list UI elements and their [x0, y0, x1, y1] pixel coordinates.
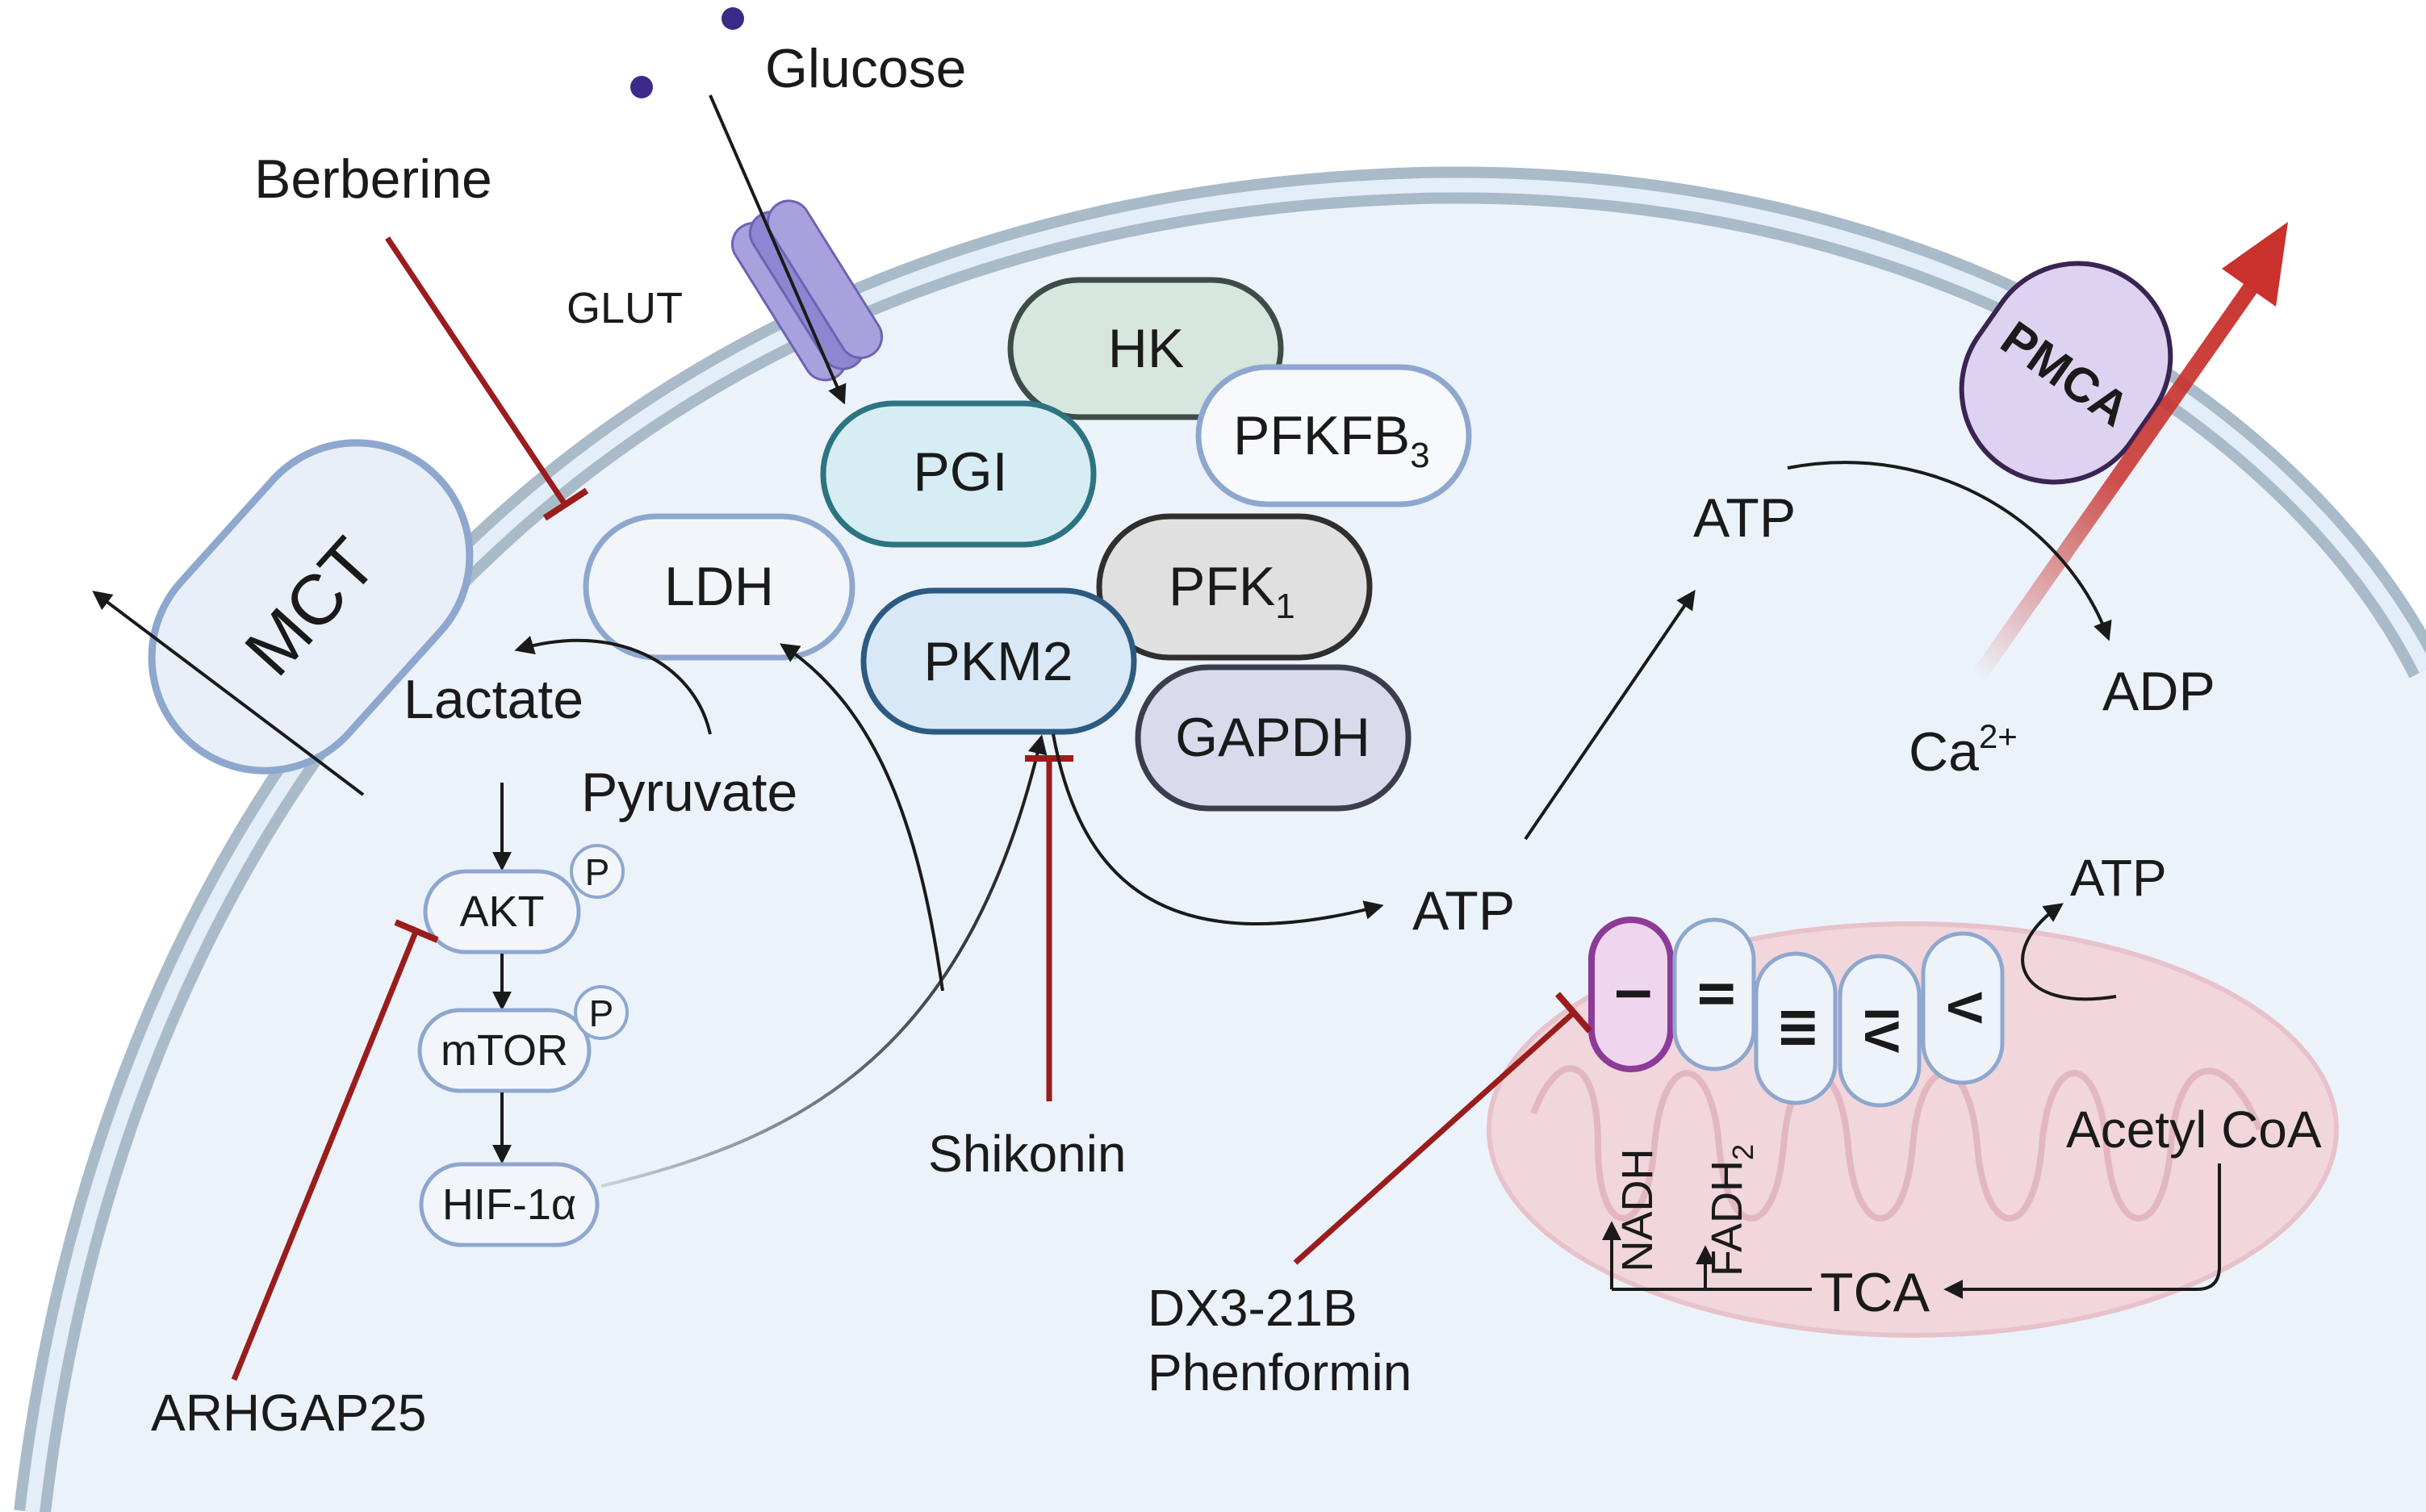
- atp-to-adp-arrow: [1787, 461, 2112, 641]
- etc-complex-iii: III: [1754, 951, 1838, 1105]
- complex-v-to-atp-arrow: [2021, 903, 2117, 1001]
- svg-text:GAPDH: GAPDH: [1175, 707, 1370, 768]
- glucose-label: Glucose: [765, 38, 966, 99]
- svg-text:IV: IV: [1855, 1008, 1909, 1054]
- berberine-inhibition-bar: [542, 487, 589, 521]
- glut-label: GLUT: [567, 284, 683, 332]
- enzyme-ldh: LDH: [583, 513, 855, 661]
- svg-text:II: II: [1689, 980, 1743, 1007]
- pyruvate-to-lactate-arrow: [514, 636, 712, 735]
- tca-label: TCA: [1820, 1262, 1930, 1323]
- etc-complex-ii: II: [1672, 917, 1756, 1071]
- mtor-node: mTOR: [417, 1008, 592, 1093]
- shikonin-label: Shikonin: [928, 1125, 1127, 1183]
- mct-transporter: MCT: [148, 439, 474, 775]
- etc-complex-iv: IV: [1838, 954, 1922, 1108]
- enzyme-hk: HK: [1007, 277, 1284, 420]
- arhgap25-inhibition-bar: [394, 919, 439, 943]
- berberine-inhibition: [385, 236, 567, 506]
- svg-text:LDH: LDH: [664, 556, 774, 617]
- calcium-efflux-arrow: [1970, 282, 2259, 683]
- calcium-efflux-arrowhead: [2222, 222, 2288, 307]
- glucose-molecule: [722, 7, 744, 30]
- svg-text:P: P: [589, 992, 614, 1034]
- svg-text:mTOR: mTOR: [441, 1026, 568, 1075]
- svg-text:AKT: AKT: [459, 888, 544, 936]
- lactate-export-arrow: [92, 591, 365, 796]
- dx3-inhibition: [1293, 1010, 1576, 1265]
- phenformin-label: Phenformin: [1148, 1343, 1412, 1401]
- svg-text:III: III: [1771, 1008, 1825, 1048]
- svg-text:PKM2: PKM2: [923, 631, 1073, 692]
- svg-text:HK: HK: [1108, 318, 1184, 379]
- atp-etc-label: ATP: [2070, 849, 2167, 907]
- svg-text:HIF-1α: HIF-1α: [442, 1180, 576, 1229]
- ldh-activation-arrow: [780, 643, 944, 992]
- dx3-label: DX3-21B: [1148, 1279, 1357, 1337]
- svg-text:P: P: [585, 851, 610, 893]
- atp-upper-label: ATP: [1693, 487, 1796, 549]
- adp-label: ADP: [2102, 661, 2215, 722]
- acetyl-coa-to-tca-arrow: [1943, 1163, 2221, 1299]
- hif1a-node: HIF-1α: [419, 1162, 600, 1247]
- arhgap25-inhibition: [231, 930, 419, 1381]
- dx3-inhibition-bar: [1554, 992, 1593, 1034]
- pmca-pump: PMCA: [1959, 261, 2173, 485]
- glucose-uptake-arrow: [709, 94, 847, 405]
- pfkfb3-label: PFKFB3: [1233, 405, 1430, 475]
- calcium-label: Ca2+: [1909, 717, 2018, 783]
- hif-to-pkm2-arrow: [600, 734, 1048, 1188]
- fadh2-label: FADH2: [1703, 1144, 1759, 1276]
- nadh-label: NADH: [1613, 1148, 1662, 1272]
- enzyme-gapdh: GAPDH: [1135, 664, 1412, 812]
- pkm2-to-atp-arrow: [1052, 733, 1384, 925]
- akt-phospho-badge: P: [570, 844, 625, 899]
- enzyme-pfk1: PFK1: [1096, 513, 1373, 661]
- etc-complex-i: I: [1588, 917, 1674, 1072]
- atp-upward-arrow: [1524, 590, 1696, 841]
- acetyl-coa-label: Acetyl CoA: [2066, 1101, 2322, 1159]
- enzyme-pkm2: PKM2: [860, 587, 1137, 735]
- svg-text:V: V: [1938, 992, 1992, 1024]
- etc-complex-v: V: [1921, 931, 2005, 1085]
- berberine-label: Berberine: [254, 148, 492, 210]
- enzyme-pgi: PGI: [820, 400, 1097, 548]
- pyruvate-label: Pyruvate: [581, 762, 797, 823]
- akt-node: AKT: [423, 869, 581, 954]
- svg-text:PGI: PGI: [913, 441, 1007, 503]
- pfk1-label: PFK1: [1169, 556, 1295, 626]
- atp-glycolysis-label: ATP: [1412, 880, 1515, 942]
- glucose-molecule: [630, 76, 653, 98]
- svg-text:I: I: [1606, 988, 1660, 1001]
- mtor-phospho-badge: P: [574, 985, 629, 1040]
- enzyme-pfkfb3: PFKFB3: [1195, 364, 1472, 507]
- arhgap25-label: ARHGAP25: [151, 1384, 426, 1442]
- lactate-label: Lactate: [404, 669, 583, 730]
